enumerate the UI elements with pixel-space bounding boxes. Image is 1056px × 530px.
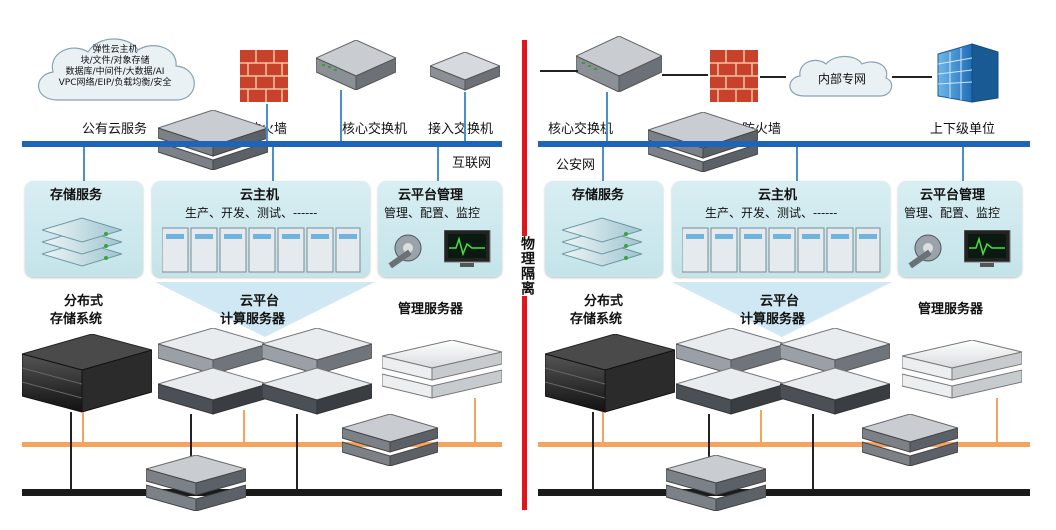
server-towers-icon xyxy=(162,222,362,274)
storage-service-label: 存储服务 xyxy=(50,188,103,203)
mgmt-switch-icon xyxy=(146,455,246,511)
router-icon xyxy=(158,110,268,170)
cloud-host-label-right: 云主机 xyxy=(758,188,798,203)
firewall-icon xyxy=(708,48,760,104)
compute-server-label-2: 计算服务器 xyxy=(220,312,286,327)
cloud-line: VPC网络/EIP/负载均衡/安全 xyxy=(58,78,172,88)
monitor-icon xyxy=(964,230,1012,272)
connector-line xyxy=(82,412,84,444)
intranet-label: 内部专网 xyxy=(818,72,867,86)
public-cloud-icon xyxy=(28,30,208,110)
connector-line xyxy=(812,414,814,490)
connector-line xyxy=(266,104,268,144)
connector-line xyxy=(662,74,708,76)
cloud-services-list: 弹性云主机 块/文件/对象存储 数据库/中间件/大数据/AI VPC网络/EIP… xyxy=(40,45,190,89)
access-switch-label: 接入交换机 xyxy=(428,122,494,137)
compute-server-icon xyxy=(676,328,786,418)
storage-service-label-right: 存储服务 xyxy=(572,188,625,203)
disk-stack-icon xyxy=(562,212,642,270)
server-towers-icon xyxy=(682,222,882,274)
connector-line xyxy=(760,76,786,78)
connector-line xyxy=(70,412,72,490)
gear-icon xyxy=(906,228,952,268)
connector-line xyxy=(606,92,608,144)
cloud-mgmt-sub-label: 管理、配置、监控 xyxy=(384,206,481,220)
core-switch-label: 核心交换机 xyxy=(342,122,408,137)
upper-lower-units-label: 上下级单位 xyxy=(930,122,996,137)
compute-server-icon xyxy=(158,328,268,418)
mgmt-server-icon xyxy=(902,340,1022,402)
connector-line xyxy=(760,410,762,444)
cloud-line: 块/文件/对象存储 xyxy=(80,56,150,66)
network-bus-left xyxy=(22,141,502,147)
building-icon xyxy=(932,40,1004,106)
compute-server-label-1: 云平台 xyxy=(240,294,280,309)
compute-server-label-right-2: 计算服务器 xyxy=(740,312,806,327)
management-bus-left xyxy=(22,489,502,496)
storage-rack-icon xyxy=(545,334,675,414)
connector-line xyxy=(796,147,798,181)
compute-server-icon xyxy=(262,328,372,418)
monitor-icon xyxy=(444,230,492,272)
distributed-storage-label-1: 分布式 xyxy=(64,294,104,309)
compute-server-icon xyxy=(780,328,890,418)
connector-line xyxy=(708,414,710,490)
connector-line xyxy=(83,147,85,181)
gear-icon xyxy=(386,228,432,268)
cloud-line: 弹性云主机 xyxy=(92,45,138,55)
firewall-icon xyxy=(238,48,290,104)
cloud-mgmt-sub-label-right: 管理、配置、监控 xyxy=(904,206,1001,220)
compute-funnel xyxy=(155,282,375,337)
cloud-mgmt-label: 云平台管理 xyxy=(398,188,464,203)
cloud-host-label: 云主机 xyxy=(240,188,280,203)
core-switch-icon xyxy=(316,40,396,90)
connector-line xyxy=(272,147,274,181)
mgmt-server-label: 管理服务器 xyxy=(398,302,464,317)
cloud-host-sub-label: 生产、开发、测试、------ xyxy=(185,206,318,220)
intranet-cloud-icon xyxy=(784,52,894,102)
storage-bus-right xyxy=(538,442,1030,447)
cloud-host-sub-label-right: 生产、开发、测试、------ xyxy=(705,206,838,220)
connector-line xyxy=(296,414,298,490)
connector-line xyxy=(437,147,439,181)
compute-funnel xyxy=(672,282,892,337)
core-switch-label-right: 核心交换机 xyxy=(548,122,614,137)
storage-switch-icon xyxy=(342,414,438,466)
storage-bus-left xyxy=(22,442,502,447)
distributed-storage-label-right-1: 分布式 xyxy=(584,294,624,309)
physical-isolation-label: 物理隔离 xyxy=(513,236,535,296)
distributed-storage-label-right-2: 存储系统 xyxy=(570,312,623,327)
compute-server-label-right-1: 云平台 xyxy=(760,294,800,309)
connector-line xyxy=(602,147,604,181)
cloud-line: 数据库/中间件/大数据/AI xyxy=(65,67,165,77)
connector-line xyxy=(190,414,192,490)
core-switch-icon xyxy=(576,36,662,92)
management-bus-right xyxy=(538,489,1030,496)
public-cloud-service-label: 公有云服务 xyxy=(82,122,148,137)
mgmt-server-icon xyxy=(382,340,502,402)
access-switch-icon xyxy=(430,52,500,92)
connector-line xyxy=(592,412,594,490)
connector-line xyxy=(464,92,466,144)
connector-line xyxy=(340,90,342,144)
connector-line xyxy=(540,70,578,72)
police-network-label: 公安网 xyxy=(556,158,596,173)
distributed-storage-label-2: 存储系统 xyxy=(50,312,103,327)
network-bus-right xyxy=(538,141,1030,147)
mgmt-switch-icon xyxy=(666,455,766,511)
connector-line xyxy=(996,398,998,444)
cloud-mgmt-label-right: 云平台管理 xyxy=(920,188,986,203)
mgmt-server-label-right: 管理服务器 xyxy=(918,302,984,317)
connector-line xyxy=(474,398,476,444)
disk-stack-icon xyxy=(42,212,122,270)
internet-label: 互联网 xyxy=(452,156,492,171)
connector-line xyxy=(243,410,245,444)
storage-switch-icon xyxy=(862,414,958,466)
connector-line xyxy=(892,76,932,78)
connector-line xyxy=(962,147,964,181)
storage-rack-icon xyxy=(22,334,152,414)
connector-line xyxy=(602,412,604,444)
